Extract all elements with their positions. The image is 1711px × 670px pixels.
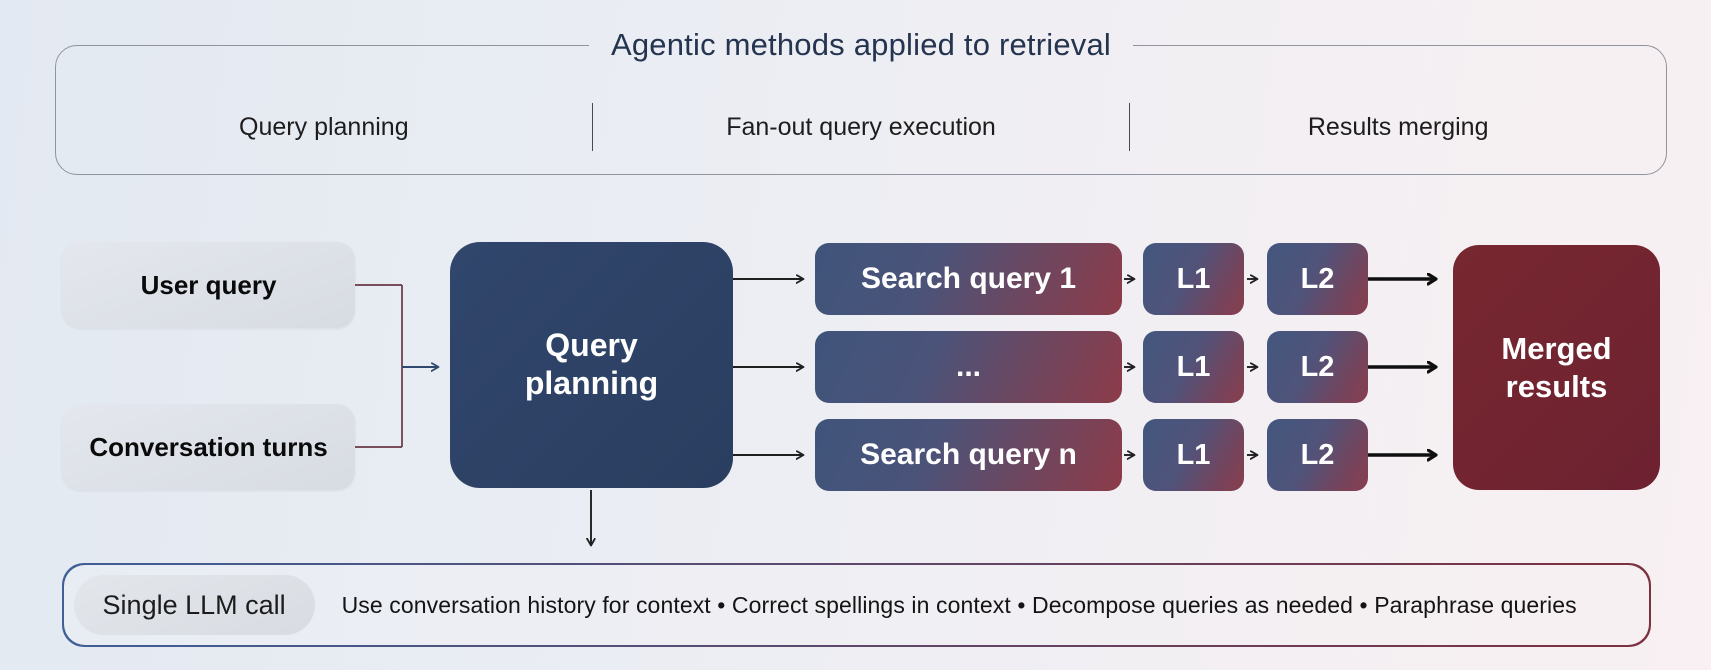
node-query-planning-label: Query planning bbox=[524, 327, 659, 401]
diagram-title: Agentic methods applied to retrieval bbox=[610, 27, 1112, 62]
header-divider-1 bbox=[591, 103, 594, 151]
single-llm-call-badge-label: Single LLM call bbox=[102, 589, 286, 620]
node-l1-row2-label: L1 bbox=[1176, 350, 1211, 383]
node-conversation-turns-label: Conversation turns bbox=[89, 431, 328, 462]
node-merged-results: Merged results bbox=[1453, 245, 1660, 490]
node-l2-row3: L2 bbox=[1267, 419, 1368, 491]
node-l2-row3-label: L2 bbox=[1300, 438, 1335, 471]
node-l1-row3-label: L1 bbox=[1176, 438, 1211, 471]
node-search-query-n-label: Search query n bbox=[860, 438, 1077, 471]
node-search-query-ellipsis: ... bbox=[815, 331, 1122, 403]
header-frame: Agentic methods applied to retrieval Que… bbox=[55, 27, 1667, 175]
node-l1-row2: L1 bbox=[1143, 331, 1244, 403]
llm-call-notes: Use conversation history for context • C… bbox=[341, 591, 1577, 618]
node-l1-row3: L1 bbox=[1143, 419, 1244, 491]
node-merged-results-label: Merged results bbox=[1501, 331, 1612, 404]
node-l2-row1: L2 bbox=[1267, 243, 1368, 315]
header-column-fanout-execution: Fan-out query execution bbox=[726, 112, 996, 141]
node-search-query-1: Search query 1 bbox=[815, 243, 1122, 315]
header-divider-2 bbox=[1128, 103, 1131, 151]
node-conversation-turns: Conversation turns bbox=[62, 404, 355, 490]
node-search-query-n: Search query n bbox=[815, 419, 1122, 491]
connector-user-query-line bbox=[355, 284, 403, 448]
node-search-query-ellipsis-label: ... bbox=[955, 350, 981, 383]
node-l2-row1-label: L2 bbox=[1300, 262, 1335, 295]
node-user-query-label: User query bbox=[140, 269, 277, 300]
node-l1-row1: L1 bbox=[1143, 243, 1244, 315]
single-llm-call-badge: Single LLM call bbox=[73, 575, 315, 635]
llm-call-panel: Single LLM call Use conversation history… bbox=[62, 563, 1651, 647]
node-search-query-1-label: Search query 1 bbox=[860, 262, 1077, 295]
node-l2-row2-label: L2 bbox=[1300, 350, 1335, 383]
header-column-results-merging: Results merging bbox=[1307, 112, 1489, 141]
llm-call-panel-inner: Single LLM call Use conversation history… bbox=[63, 564, 1650, 646]
node-l2-row2: L2 bbox=[1267, 331, 1368, 403]
header-column-query-planning: Query planning bbox=[239, 112, 409, 141]
node-user-query: User query bbox=[62, 242, 355, 328]
node-l1-row1-label: L1 bbox=[1176, 262, 1211, 295]
node-query-planning: Query planning bbox=[450, 242, 733, 488]
header-columns: Query planning Fan-out query execution R… bbox=[56, 99, 1666, 155]
